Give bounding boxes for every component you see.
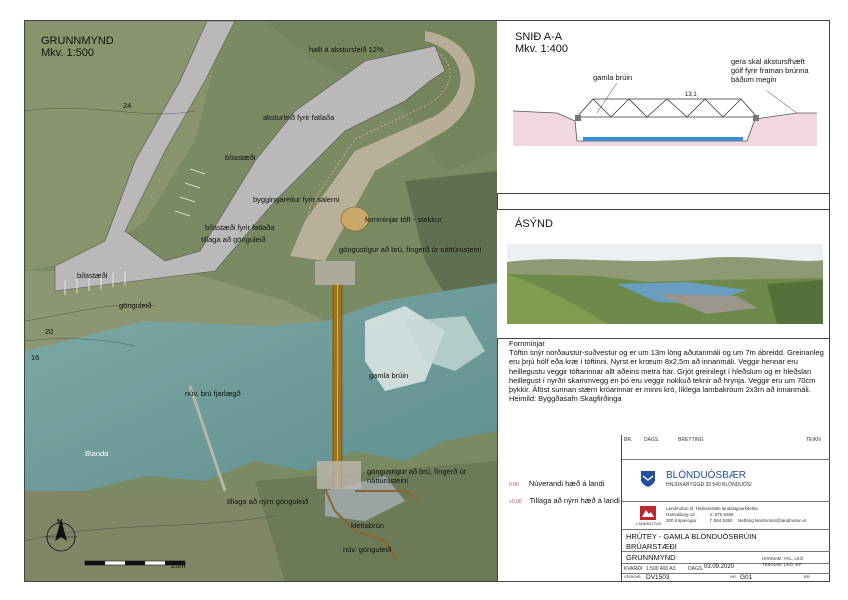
label-byggingarreitur: byggingareitur fyrir salerni — [253, 195, 340, 204]
dags-value: 03.09.2020 — [704, 564, 735, 570]
section-title: SNIÐ A-A Mkv. 1:400 — [515, 31, 568, 55]
north-arrow-icon — [45, 519, 77, 552]
firm-row: LANDMÓTUN Landmótun sf. Hafnarstræti lan… — [622, 501, 830, 530]
firm-logo-text: LANDMÓTUN — [636, 521, 662, 526]
project-row: HRÚTEY - GAMLA BLÖNDUÓSBRÚIN BRÚARSTÆÐI — [622, 529, 830, 552]
label-gongustigur-1: göngustígur að brú, fíngerð úr náttúrust… — [339, 245, 482, 254]
section-gamla-bruin: gamla brúin — [593, 73, 633, 82]
notes-source: Heimild: Byggðasafn Skagfirðinga — [509, 394, 622, 404]
label-nuv-gonguleid: núv. gönguleið — [343, 545, 392, 554]
fornminjar-notes: Fornminjar Tóftin snýr norðaustur-suðves… — [509, 339, 827, 403]
firm-phone-2: f: 554 5350 — [710, 518, 733, 523]
client-row: BLÖNDUÓSBÆR HNJÚKABYGGÐ 33 540 BLÖNDUÓSI — [622, 459, 830, 502]
rev-dags: DAGS. — [644, 437, 660, 443]
legend-item-1-code: 0.00 — [509, 482, 519, 488]
number-row: VERKNR. DV1503 NR. G01 BR. — [622, 573, 830, 582]
section-a-a: SNIÐ A-A Mkv. 1:400 gamla brúin gera ska… — [497, 21, 829, 194]
legend-item-2-label: Tillaga að nýrri hæð á landi — [529, 496, 620, 505]
scale-end-label: 25m — [171, 561, 186, 570]
client-address: HNJÚKABYGGÐ 33 540 BLÖNDUÓSI — [666, 482, 752, 488]
drawing-name: GRUNNMYND — [626, 553, 676, 562]
label-halli: halli á akstursleið 12% — [309, 45, 384, 54]
legend-item-2: +0.00 Tillaga að nýrri hæð á landi — [509, 496, 620, 507]
label-bilastaedi-1: bílastæði — [225, 153, 256, 162]
hannad: HANNAÐ: YKL, LKÓ — [762, 556, 804, 561]
nr-value: G01 — [740, 574, 753, 581]
revision-header: BR. DAGS. BREYTING TEIKN — [622, 435, 830, 447]
section-title-text: SNIÐ A-A — [515, 31, 563, 43]
client-name: BLÖNDUÓSBÆR — [666, 470, 747, 481]
blonduosbaer-logo-icon — [641, 471, 655, 487]
firm-email: Netfang landmotun@landmotun.is — [738, 518, 807, 523]
label-tillaga-nyrri: tillaga að nýrri gönguleið — [227, 497, 309, 506]
label-bilastaedi-fatlada: bílastæði fyrir fatlaða — [205, 223, 275, 232]
section-scale-text: Mkv. 1:400 — [515, 43, 568, 55]
kvardi-value: 1:500 400 A3 — [646, 566, 676, 572]
verknr-value: DV1503 — [646, 574, 670, 581]
label-bilastaedi-2: bílastæði — [77, 271, 108, 280]
scale-bar — [84, 560, 186, 566]
firm-phone-1: s: 575 5359 — [710, 512, 734, 517]
label-klettabrun: klettabrún — [351, 521, 384, 530]
north-label: N — [57, 517, 63, 526]
legend: 0.00 Núverandi hæð á landi +0.00 Tillaga… — [509, 479, 620, 507]
rev-teikn: TEIKN — [806, 437, 821, 443]
plan-scale-text: Mkv. 1:500 — [41, 47, 94, 59]
rev-breyting: BREYTING — [678, 437, 704, 443]
notes-body: Tóftin snýr norðaustur-suðvestur og er u… — [509, 348, 824, 395]
contour-24: 24 — [123, 101, 132, 110]
notes-heading: Fornminjar — [509, 339, 545, 348]
label-tillaga-gonguleid: tillaga að gönguleið — [201, 235, 266, 244]
label-fornminjar: fornminjar tóft - stekkur — [365, 215, 442, 224]
site-plan: GRUNNMYND Mkv. 1:500 halli á akstursleið… — [25, 21, 498, 581]
firm-address-1: Hamraborg 12 — [666, 512, 695, 517]
br-label: BR. — [804, 574, 811, 579]
asynd-title: ÁSÝND — [515, 218, 553, 230]
section-note: gera skal akstursfhæft gólf fyrir framan… — [731, 57, 809, 84]
label-gamla-bruin: gamla brúin — [369, 371, 409, 380]
legend-item-1: 0.00 Núverandi hæð á landi — [509, 479, 620, 490]
dags-label: DAGS. — [688, 566, 704, 572]
verknr-label: VERKNR. — [624, 574, 642, 579]
contour-20: 20 — [45, 327, 54, 336]
label-nuv-bru: núv. brú fjarlægð — [185, 389, 241, 398]
teiknad: TEIKNAÐ: LKÓ, EP — [762, 562, 802, 567]
label-blanda: Blanda — [85, 449, 109, 458]
panorama-photo — [507, 244, 823, 324]
aerial-map — [25, 21, 497, 581]
plan-title: GRUNNMYND Mkv. 1:500 — [41, 35, 114, 59]
legend-item-2-code: +0.00 — [509, 499, 522, 505]
meta-row: KVARÐI 1:500 400 A3 DAGS. 03.09.2020 HAN… — [622, 556, 830, 574]
project-name: HRÚTEY - GAMLA BLÖNDUÓSBRÚIN — [626, 532, 757, 541]
drawing-name-row: GRUNNMYND — [622, 551, 830, 564]
title-block: BR. DAGS. BREYTING TEIKN BLÖNDUÓSBÆR HNJ… — [621, 435, 830, 581]
nr-label: NR. — [730, 574, 737, 579]
project-sub: BRÚARSTÆÐI — [626, 542, 677, 551]
drawing-sheet: GRUNNMYND Mkv. 1:500 halli á akstursleið… — [24, 20, 830, 582]
rev-br: BR. — [624, 437, 633, 443]
truss-bridge — [576, 98, 758, 118]
label-gongustigur-2: göngustígur að brú, fíngerð úr náttúrust… — [367, 467, 467, 485]
firm-address-2: 200 Kópavogur — [666, 518, 697, 523]
contour-16: 16 — [31, 353, 40, 362]
asynd-panel: ÁSÝND — [497, 209, 829, 339]
kvardi-label: KVARÐI — [624, 566, 643, 572]
section-drawing — [512, 82, 817, 146]
section-span: 13,1 — [685, 92, 697, 98]
firm-name: Landmótun sf. Hafnarstræti landslagsarki… — [666, 506, 758, 511]
label-gonguleid: gönguleið — [119, 301, 152, 310]
landmotun-logo-icon — [640, 506, 656, 520]
legend-item-1-label: Núverandi hæð á landi — [528, 479, 605, 488]
plan-title-text: GRUNNMYND — [41, 35, 114, 47]
label-aksturleid: aksturleið fyrir fatlaða — [263, 113, 335, 122]
